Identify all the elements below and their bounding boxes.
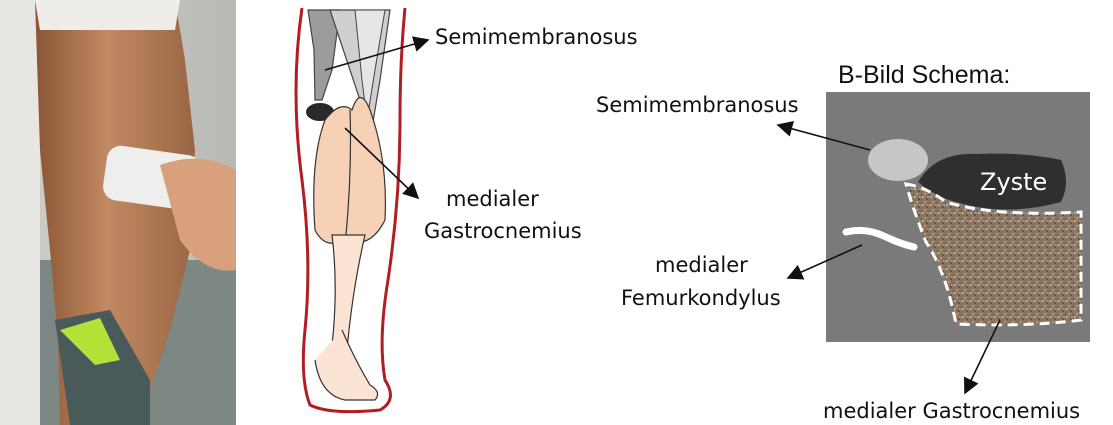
label-femur-line2: Femurkondylus — [621, 285, 781, 311]
leg-anatomy-diagram — [270, 0, 450, 425]
label-gastro-leg-line2: Gastrocnemius — [424, 218, 582, 244]
b-mode-schema — [826, 92, 1090, 342]
label-gastro-schema: medialer Gastrocnemius — [823, 398, 1080, 424]
schema-title: B-Bild Schema: — [838, 62, 1010, 88]
semimembranosus-echo — [868, 139, 928, 181]
label-gastro-leg-line1: medialer — [446, 186, 539, 212]
ultrasound-photo — [0, 0, 236, 425]
label-semimembranosus-schema: Semimembranosus — [596, 92, 799, 118]
label-semimembranosus-leg: Semimembranosus — [435, 24, 638, 50]
label-femur-line1: medialer — [655, 252, 748, 278]
label-zyste: Zyste — [980, 168, 1047, 196]
